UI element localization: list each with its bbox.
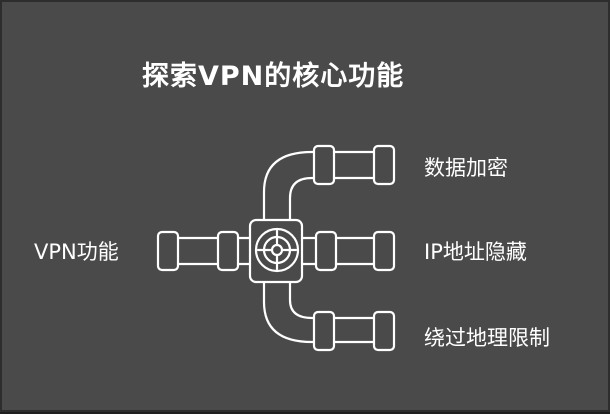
diagram-title: 探索VPN的核心功能: [142, 61, 405, 92]
pipe-elbow-down-icon: [262, 276, 396, 352]
pipe-segment-icon: [300, 230, 396, 272]
branch-label-geo-bypass: 绕过地理限制: [424, 326, 550, 350]
pipe-elbow-up-icon: [262, 144, 396, 226]
left-label: VPN功能: [34, 240, 119, 264]
pipe-valve-icon: [248, 218, 304, 284]
branch-label-encryption: 数据加密: [424, 156, 508, 180]
pipe-segment-icon: [156, 230, 254, 272]
branch-label-ip-hiding: IP地址隐藏: [424, 240, 527, 264]
